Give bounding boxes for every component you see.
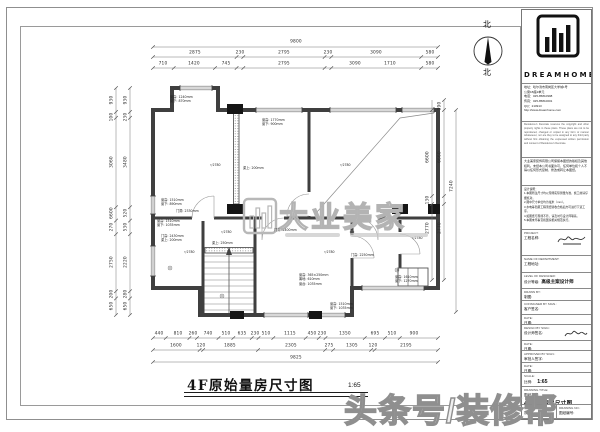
scale-label-en: SCALE: xyxy=(524,374,535,378)
north-label-top: 北 xyxy=(483,20,491,29)
drawing-no-label-en: DRAWING NO.: xyxy=(559,406,581,410)
scale-label-zh: 比例:1:65 xyxy=(524,378,548,385)
date-label-zh: 日期: xyxy=(524,368,533,373)
project-signature-scribble xyxy=(557,236,586,245)
north-compass xyxy=(473,36,503,66)
drawing-title: 4F原始量房尺寸图 xyxy=(187,378,314,394)
date-label-en: DATE: xyxy=(524,316,533,320)
row-designer-level: LEVEL OF DESIGNER: 设计等级:高级主案设计师 xyxy=(522,273,591,289)
dimension-lines xyxy=(113,44,459,365)
approved-label-en: APPROVED BY SIGN.: xyxy=(524,352,556,356)
brand-section: DREAMHOME xyxy=(522,10,591,84)
row-design-sign: DESIGN BY SIGN.: 设计师签名: xyxy=(522,325,591,341)
drawing-no-label-zh: 图纸编号: xyxy=(559,410,575,415)
approved-label-zh: 审批人签字: xyxy=(524,356,543,361)
consigner-label-en: CONSIGNER BY SIGN.: xyxy=(524,302,557,306)
drawing-title-label-en: DRAWING TITLE: xyxy=(524,388,549,392)
title-underline-thick xyxy=(184,391,368,394)
scale-value: 1:65 xyxy=(537,378,548,385)
dept-label-en: NAME OF DEPARTMENT: xyxy=(524,257,560,261)
brand-contact: 地址：哈尔滨市南岗区大学城1号 公寓1B座2单元 电话：025-85810998… xyxy=(522,84,591,122)
level-marks xyxy=(167,229,400,299)
dept-label-zh: 工程地址: xyxy=(524,261,540,266)
level-label-en: LEVEL OF DESIGNER: xyxy=(524,274,556,278)
sheet-outer-border xyxy=(6,7,593,420)
north-label-bottom: 北 xyxy=(483,68,491,77)
disclaimer-zh: 大业美家装饰有限公司保留本图纸的版权及其他权利。未经本公司书面许可，任何单位和个… xyxy=(522,158,591,186)
dreamhome-logo xyxy=(536,14,580,58)
watermark-corner-text: 头条号/装修帮 xyxy=(343,391,559,429)
row-date-1: DATE: 日期: xyxy=(522,315,591,325)
drawing-title-label-zh: 图纸名称: xyxy=(524,392,540,397)
date-label-zh: 日期: xyxy=(524,320,533,325)
row-consigner: CONSIGNER BY SIGN.: 客户签名: xyxy=(522,301,591,315)
serial-label-en: SERIAL NO.: xyxy=(524,406,542,410)
row-department: NAME OF DEPARTMENT: 工程地址: xyxy=(522,256,591,273)
row-date-2: DATE: 日期: xyxy=(522,341,591,351)
row-project: PROJECT: 工程名称: xyxy=(522,230,591,256)
row-drawn-by: DRAWN BY: 制图: xyxy=(522,289,591,301)
staircase xyxy=(204,247,254,313)
design-notes: 设计说明： 1.本图所注尺寸均以现场实际测量为准，施工前请仔细核对。 2.图中尺… xyxy=(522,186,591,230)
drawing-title-value: 4F原始量房尺寸图 xyxy=(524,400,573,405)
drawing-title-scale: 1:65 xyxy=(348,382,361,389)
drawing-no-cell: DRAWING NO.: 图纸编号: xyxy=(557,405,591,418)
brand-name: DREAMHOME xyxy=(524,71,591,79)
windows xyxy=(150,85,435,318)
diagonal-line xyxy=(316,112,435,213)
project-label-zh: 工程名称: xyxy=(524,235,540,240)
watermark-logo xyxy=(242,197,278,235)
date-label-en: DATE: xyxy=(524,342,533,346)
drawn-label-zh: 制图: xyxy=(524,294,533,299)
drawing-frame xyxy=(20,26,521,406)
disclaimer-en: Residence's Decorate reserves the copyri… xyxy=(522,122,591,158)
design-label-en: DESIGN BY SIGN.: xyxy=(524,326,551,330)
row-scale: SCALE: 比例:1:65 xyxy=(522,373,591,387)
serial-label-zh: 序号: xyxy=(524,410,533,415)
watermark-subtext-bar xyxy=(350,233,428,237)
serial-cell: SERIAL NO.: 序号: xyxy=(522,405,557,418)
design-label-zh: 设计师签名: xyxy=(524,330,543,335)
row-date-3: DATE: 日期: xyxy=(522,363,591,373)
columns xyxy=(227,104,440,319)
date-label-zh: 日期: xyxy=(524,346,533,351)
row-approved: APPROVED BY SIGN.: 审批人签字: xyxy=(522,351,591,363)
drawn-label-en: DRAWN BY: xyxy=(524,290,541,294)
level-label-zh: 设计等级:高级主案设计师 xyxy=(524,278,574,284)
title-block: DREAMHOME 地址：哈尔滨市南岗区大学城1号 公寓1B座2单元 电话：02… xyxy=(521,9,592,420)
consigner-label-zh: 客户签名: xyxy=(524,306,540,311)
row-drawing-title: DRAWING TITLE: 图纸名称: 4F原始量房尺寸图 xyxy=(522,387,591,405)
watermark-subtext-bar xyxy=(285,233,340,237)
watermark-center-text: 大业美家 xyxy=(278,201,408,234)
designer-level-value: 高级主案设计师 xyxy=(541,278,574,284)
compass-needle xyxy=(484,37,492,65)
project-label-en: PROJECT: xyxy=(524,231,539,235)
row-serial-no: SERIAL NO.: 序号: DRAWING NO.: 图纸编号: xyxy=(522,405,591,419)
date-label-en: DATE: xyxy=(524,364,533,368)
title-underline-thin xyxy=(184,395,368,397)
designer-signature-scribble xyxy=(564,330,588,337)
cabinet xyxy=(397,267,429,287)
